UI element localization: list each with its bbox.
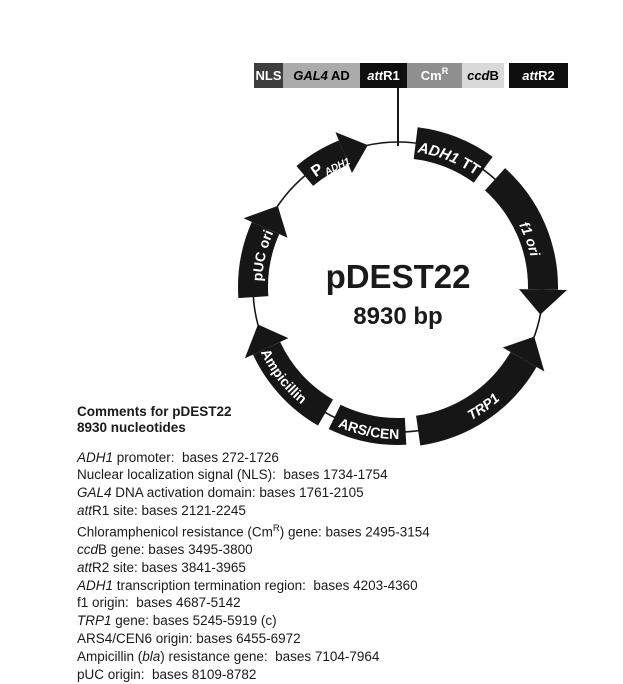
cassette-segment-nls: NLS [254,63,283,88]
comment-line: ccdB gene: bases 3495-3800 [77,542,253,558]
comment-line: Nuclear localization signal (NLS): bases… [77,467,388,483]
puc-ori-arrowhead [243,205,288,238]
feature-adh1-tt: ADH1 TT [413,127,493,183]
comment-line: TRP1 gene: bases 5245-5919 (c) [77,613,277,629]
comment-line: ARS4/CEN6 origin: bases 6455-6972 [77,631,301,647]
comment-line: Ampicillin (bla) resistance gene: bases … [77,648,380,664]
trp1-arrowhead [502,336,545,372]
comment-line: attR1 site: bases 2121-2245 [77,502,246,518]
comment-line: Chloramphenicol resistance (CmR) gene: b… [77,522,430,540]
p-adh1-arrowhead [335,132,368,173]
comment-line: f1 origin: bases 4687-5142 [77,595,241,611]
f1-ori-arrowhead [518,289,567,315]
comments-title: Comments for pDEST22 [77,404,232,419]
comments-section: Comments for pDEST22 8930 nucleotides AD… [77,404,430,683]
comment-line: ADH1 promoter: bases 272-1726 [77,449,279,465]
cassette-segment-gal4-ad: GAL4 AD [283,63,360,88]
feature-trp1: TRP1 [416,336,545,446]
comment-line: GAL4 DNA activation domain: bases 1761-2… [77,485,364,501]
comment-line: attR2 site: bases 3841-3965 [77,559,246,575]
ampicillin-arrowhead [244,324,289,359]
comments-subtitle: 8930 nucleotides [77,420,186,436]
comment-line: ADH1 transcription termination region: b… [77,577,418,593]
feature-puc-ori: pUC ori [237,205,288,299]
plasmid-name: pDEST22 [325,258,471,295]
plasmid-size: 8930 bp [353,303,443,330]
comment-line: pUC origin: bases 8109-8782 [77,666,257,682]
feature-p-adh1: PADH1 [296,132,368,186]
